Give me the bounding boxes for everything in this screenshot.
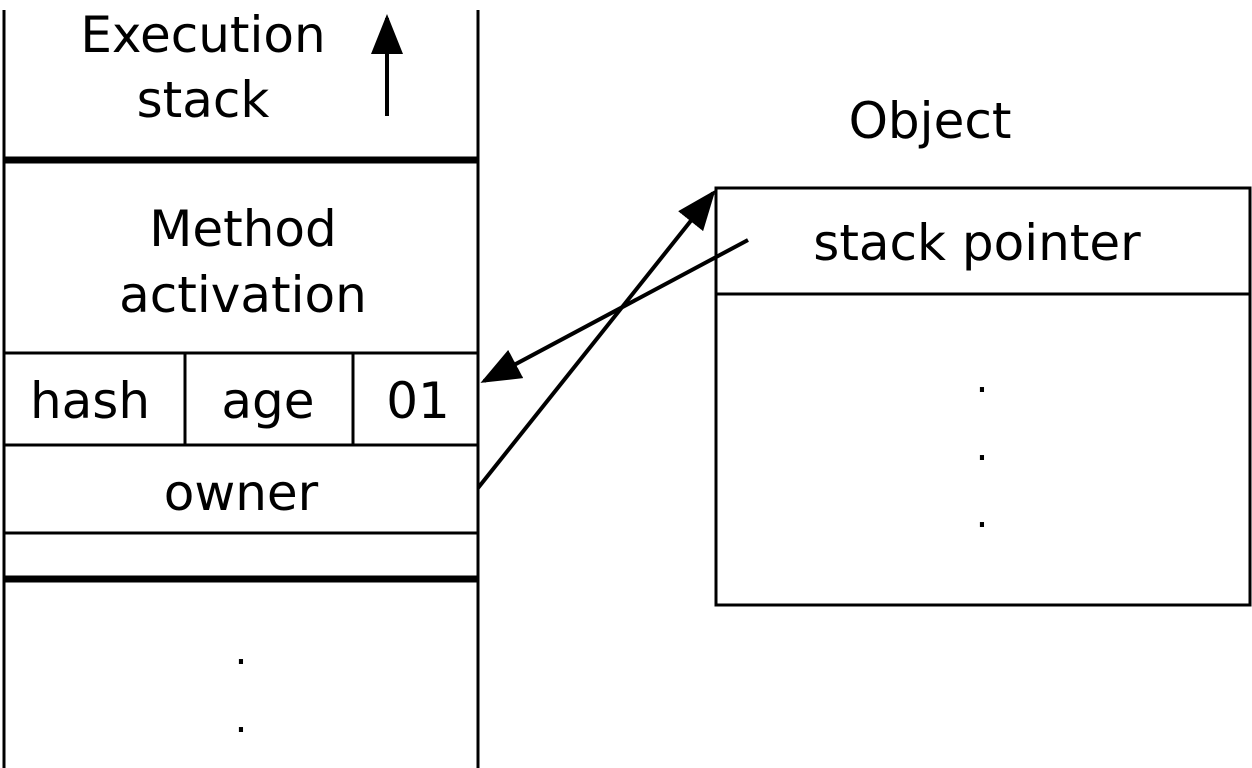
object-continuation-dot-1: .	[976, 356, 989, 402]
stack-pointer-to-lock-record-arrow	[480, 238, 749, 383]
owner-cell: owner	[164, 464, 319, 522]
object-box: Object stack pointer . . .	[714, 92, 1252, 607]
stack-pointer-field: stack pointer	[813, 214, 1141, 272]
object-title: Object	[849, 92, 1012, 150]
execution-stack: Execution stack Method activation hash a…	[2, 6, 480, 768]
method-activation-line2: activation	[119, 266, 367, 324]
lock-bits-cell: 01	[386, 372, 450, 430]
object-outline	[714, 186, 1252, 607]
hash-cell: hash	[30, 372, 150, 430]
stack-title-line2: stack	[137, 71, 270, 129]
method-activation-line1: Method	[149, 200, 337, 258]
object-continuation-dot-2: .	[976, 424, 989, 470]
stack-title-line1: Execution	[80, 6, 325, 64]
object-continuation-dot-3: .	[976, 491, 989, 537]
age-cell: age	[221, 372, 314, 430]
owner-to-object-arrow	[476, 189, 716, 490]
stack-continuation-dot-2: .	[235, 696, 248, 742]
stack-continuation-dot-1: .	[235, 628, 248, 674]
lock-record-cells: hash age 01	[30, 353, 450, 445]
